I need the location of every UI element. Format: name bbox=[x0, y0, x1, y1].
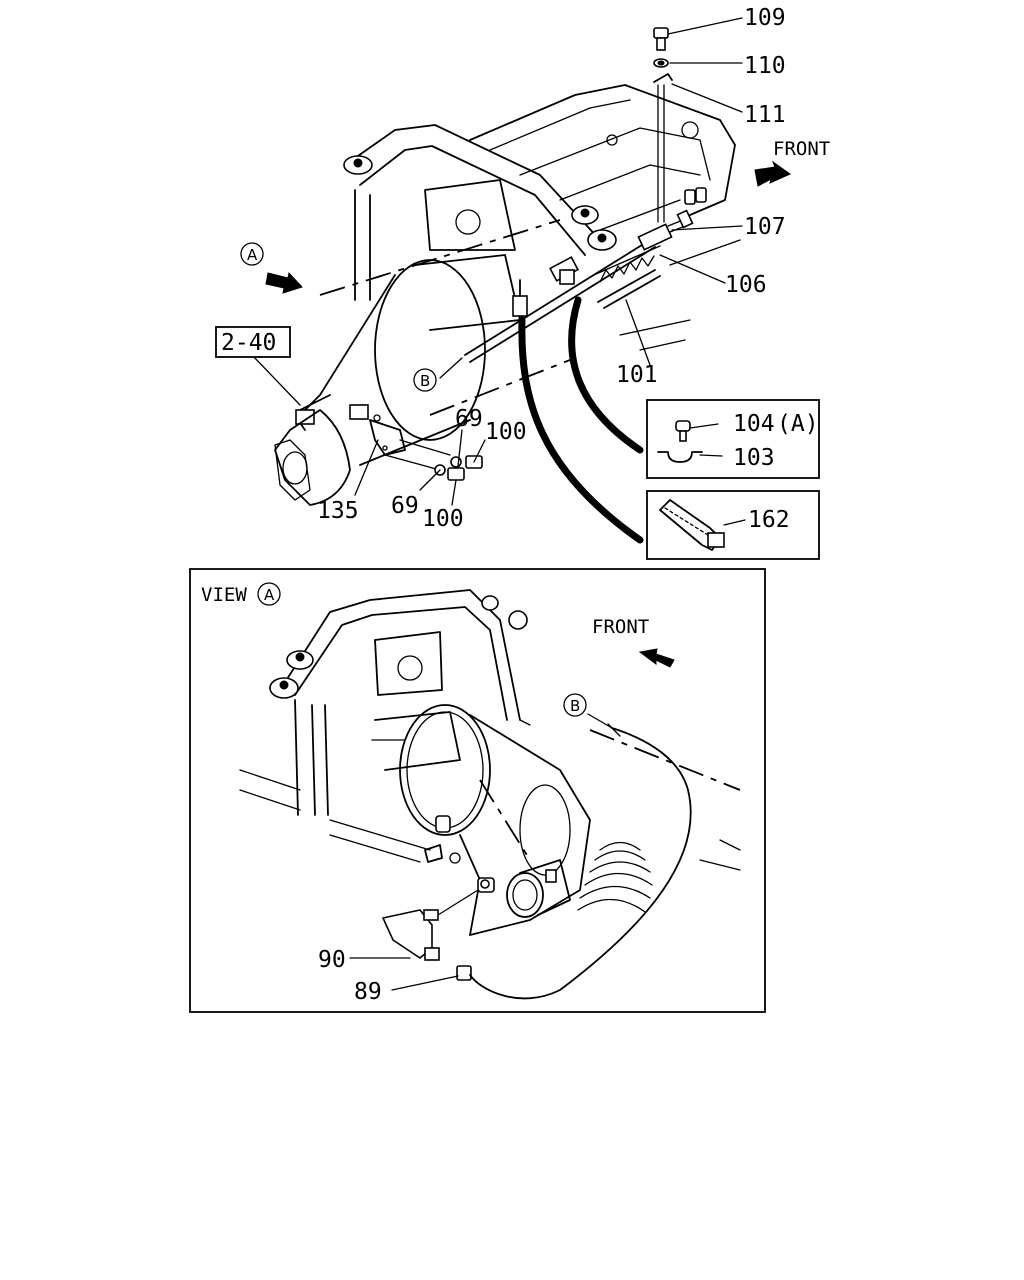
marker-b-top-letter: B bbox=[420, 372, 430, 390]
upper-assembly-drawing bbox=[274, 27, 741, 544]
part-label-101: 101 bbox=[616, 362, 658, 388]
upper-leader-lines bbox=[251, 17, 743, 506]
arrow-a-top bbox=[265, 271, 303, 294]
front-arrow-top bbox=[754, 160, 792, 187]
marker-a-top-letter: A bbox=[247, 246, 258, 264]
part-label-104-note: (A) bbox=[777, 411, 819, 437]
part-label-89: 89 bbox=[354, 979, 382, 1005]
front-label-view: FRONT bbox=[592, 616, 649, 638]
front-label-top: FRONT bbox=[773, 138, 830, 160]
view-title: VIEW bbox=[201, 584, 247, 606]
marker-b-top bbox=[413, 368, 437, 392]
part-label-104: 104 bbox=[733, 411, 775, 437]
detail-box-tie bbox=[646, 490, 820, 560]
part-label-100-lower: 100 bbox=[422, 506, 464, 532]
marker-a-top bbox=[240, 242, 264, 266]
detail-box-clamp bbox=[646, 399, 820, 479]
marker-a-view-letter: A bbox=[264, 586, 275, 604]
part-label-106: 106 bbox=[725, 272, 767, 298]
view-a-panel bbox=[189, 568, 766, 1013]
marker-b-view bbox=[563, 693, 587, 717]
view-leader-lines bbox=[349, 957, 459, 991]
part-label-69-lower: 69 bbox=[391, 493, 419, 519]
front-arrow-view bbox=[638, 648, 675, 668]
reference-box-2-40 bbox=[215, 326, 291, 358]
part-label-109: 109 bbox=[744, 5, 786, 31]
view-a-drawing bbox=[239, 589, 741, 1000]
part-label-111: 111 bbox=[744, 102, 786, 128]
reference-label-2-40: 2-40 bbox=[221, 330, 276, 356]
part-label-103: 103 bbox=[733, 445, 775, 471]
part-label-69-upper: 69 bbox=[455, 406, 483, 432]
part-label-90: 90 bbox=[318, 947, 346, 973]
part-label-110: 110 bbox=[744, 53, 786, 79]
marker-a-view bbox=[257, 582, 281, 606]
part-label-100-upper: 100 bbox=[485, 419, 527, 445]
part-label-107: 107 bbox=[744, 214, 786, 240]
marker-b-view-letter: B bbox=[570, 697, 580, 715]
part-label-135: 135 bbox=[317, 498, 359, 524]
part-label-162: 162 bbox=[748, 507, 790, 533]
